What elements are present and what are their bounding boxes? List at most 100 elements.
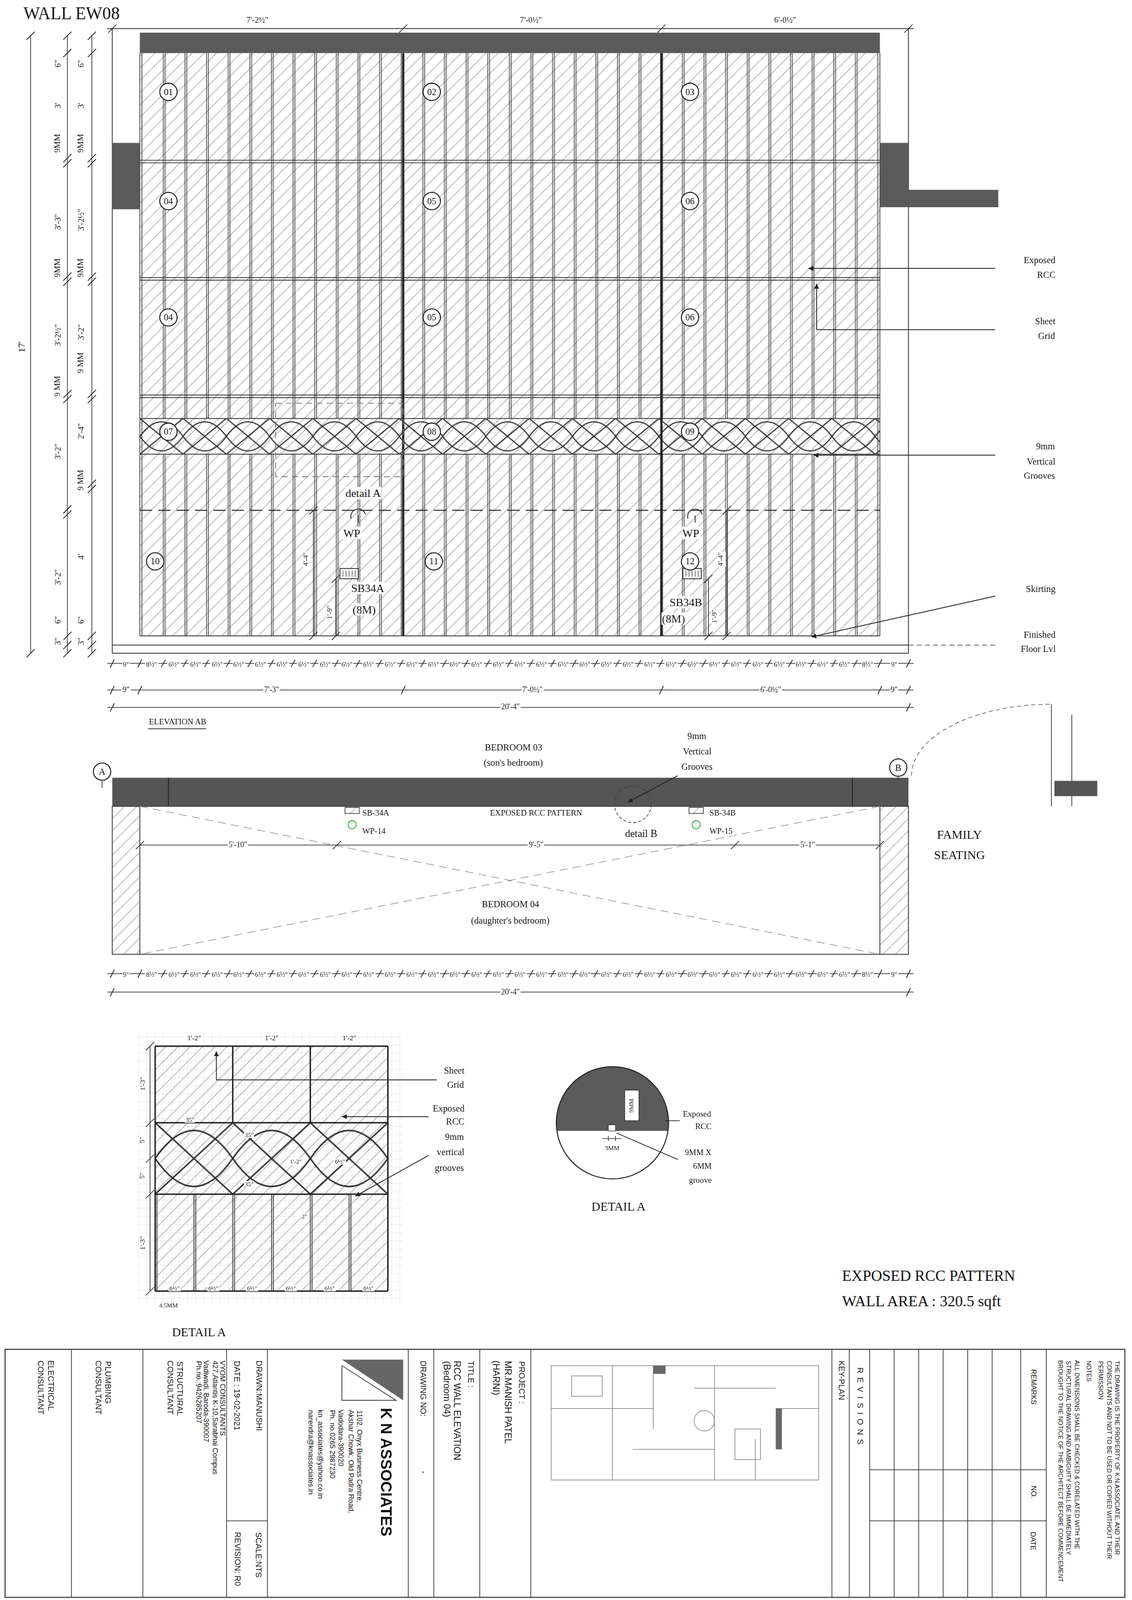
view-title: ELEVATION AB: [147, 718, 208, 728]
dimension-text: 5'-1": [799, 841, 817, 850]
dimension-text: 6½": [513, 659, 527, 668]
title-block-text: THE DRAWING IS THE PROPERTY OF K.N.ASSOC…: [1113, 1359, 1121, 1556]
dimension-text: 9": [890, 970, 899, 978]
dimension-text: 1'-2": [263, 1035, 280, 1044]
callout-text: Skirting: [1025, 584, 1057, 595]
callout-text: grooves: [433, 1163, 465, 1174]
dimension-text: 6½": [362, 970, 376, 978]
callout-text: Finished: [1022, 631, 1057, 642]
title-block-text: KEY-PLAN: [835, 1359, 845, 1402]
dimension-text: 6½": [729, 659, 743, 668]
dimension-text: 1'-3": [139, 1075, 148, 1092]
dimension-text: 6½": [426, 659, 440, 668]
dimension-text: 6½": [284, 1284, 298, 1292]
dimension-text: 6½": [189, 970, 203, 978]
dimension-text: 7'-3": [263, 685, 281, 695]
callout-text: groove: [688, 1176, 714, 1186]
dimension-text: 6½": [535, 659, 549, 668]
dimension-text: 6½": [383, 970, 397, 978]
dimension-text: 9 MM: [77, 350, 87, 374]
note-text: EXPOSED RCC PATTERN: [489, 808, 584, 818]
title-block-text: STRUCTURAL DRAWING AND AMBIGUITY SHALL B…: [1064, 1358, 1072, 1556]
dimension-text: 9": [121, 685, 131, 695]
callout-text: Sheet: [443, 1066, 466, 1078]
callout-text: vertical: [435, 1148, 466, 1159]
detail-title: DETAIL A: [590, 1199, 647, 1214]
dimension-text: 9": [889, 685, 899, 695]
dimension-text: 1'-2": [341, 1035, 358, 1044]
callout-text: Grid: [1036, 331, 1056, 342]
dimension-text: 6": [77, 58, 87, 68]
room-name: (daughter's bedroom): [469, 916, 551, 927]
dimension-text: 8½": [144, 659, 158, 668]
dimension-text: 35°: [243, 1180, 255, 1188]
callout-text: 9mm: [443, 1133, 465, 1144]
callout-circle: B: [889, 758, 908, 777]
callout-circle: 05: [422, 191, 441, 210]
title-block-text: PROJECT :: [515, 1359, 525, 1405]
callout-circle: 04: [159, 308, 178, 327]
title-block-text: TITLE :: [465, 1359, 475, 1389]
dimension-text: 6½": [318, 659, 332, 668]
callout-number: 06: [685, 196, 695, 206]
dimension-text: 20'-4": [500, 988, 521, 997]
title-block-text: DATE : 19-02-2021: [231, 1359, 241, 1432]
callout-text: RCC: [1035, 270, 1057, 281]
dimension-text: 6½": [708, 970, 722, 978]
dimension-text: 6½": [383, 659, 397, 668]
room-name: (son's bedroom): [482, 758, 544, 769]
callout-circle: 05: [422, 308, 441, 327]
callout-text: Grooves: [680, 762, 714, 773]
title-block-text: DRAWING NO:: [417, 1359, 427, 1418]
dimension-text: 6½": [837, 659, 851, 668]
dimension-text: 35°: [184, 1116, 196, 1123]
dimension-text: 3'-2": [77, 322, 87, 341]
dimension-text: 6½": [333, 1158, 347, 1165]
callout-number: 12: [685, 556, 695, 566]
fixture-tag: WP-14: [361, 827, 387, 837]
dimension-text: 3'-2": [53, 567, 63, 586]
dimension-text: 6½": [254, 970, 268, 978]
callout-text: 9mm: [1035, 442, 1057, 453]
room-name: SEATING: [932, 849, 986, 863]
callout-circle: 04: [159, 191, 178, 210]
dimension-text: 3'-2½": [77, 207, 87, 231]
callout-number: 01: [163, 87, 173, 97]
title-block-text: Akshar Chowk, Old Padra Road,: [346, 1408, 355, 1514]
dimension-text: 9": [122, 970, 131, 978]
callout-text: Vertical: [1025, 457, 1057, 468]
title-block-text: PLUMBING: [102, 1359, 112, 1405]
dimension-text: 6½": [362, 659, 376, 668]
dimension-text: 3'-3": [53, 212, 63, 230]
callout-number: 05: [427, 196, 437, 206]
dimension-text: 6½": [751, 659, 765, 668]
dimension-text: 6½": [773, 970, 787, 978]
title-block-text: Vadiwadi, Baroda-390007: [202, 1359, 210, 1444]
dimension-text: 1'-2": [186, 1035, 203, 1044]
dimension-text: 6½": [535, 970, 549, 978]
dimension-text: 6½": [297, 659, 311, 668]
dimension-text: 3': [53, 101, 63, 109]
dimension-text: 7'-0½": [521, 685, 544, 695]
callout-circle: 10: [146, 552, 165, 571]
callout-circle: A: [92, 762, 111, 781]
dimension-text: 9 MM: [77, 468, 87, 491]
title-block-text: CONSULTANTS AND NOT TO BE USED OR COPIED…: [1105, 1359, 1113, 1560]
dimension-text: 35°: [243, 1131, 255, 1139]
dimension-text: 6½": [729, 970, 743, 978]
dimension-text: 6½": [794, 970, 808, 978]
callout-text: RCC: [693, 1122, 713, 1132]
title-block-text: NOTES: [1084, 1359, 1092, 1383]
dimension-text: 6½": [210, 970, 224, 978]
title-block-text: MR.MANISH PATEL: [501, 1359, 512, 1445]
callout-circle: 07: [159, 422, 178, 441]
dimension-text: 7'-0½": [519, 15, 543, 25]
title-block-text: Ph. no.0265 2987230: [327, 1408, 336, 1479]
dimension-text: 6½": [556, 970, 570, 978]
title-block-text: CONSULTANT: [92, 1359, 102, 1416]
fixture-tag: SB-34B: [708, 808, 737, 818]
title-block-text: REVISION: R0: [231, 1531, 241, 1588]
title-block-text: 427,Atlantis K-10,Sarabhai Compus: [210, 1359, 219, 1475]
title-block-text: NO.: [1029, 1484, 1038, 1500]
